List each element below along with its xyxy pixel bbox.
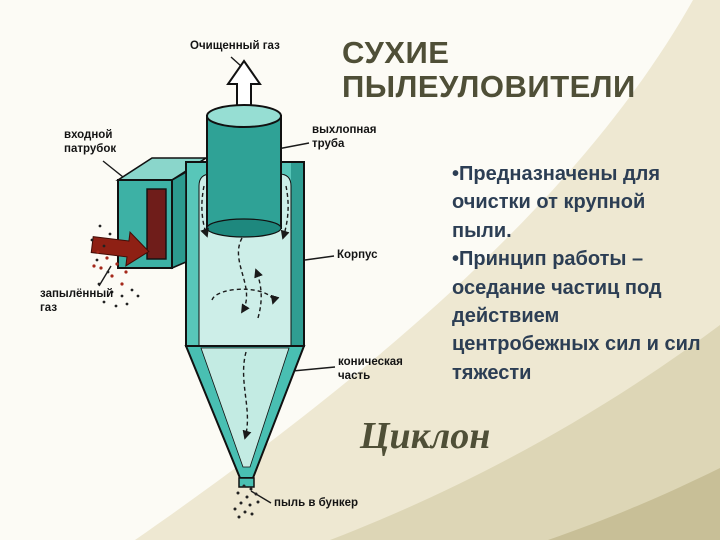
label-clean-gas: Очищенный газ <box>190 40 280 52</box>
label-inlet-pipe: входной патрубок <box>64 129 117 155</box>
label-dust-to-bunker: пыль в бункер <box>274 497 359 509</box>
flow-arrows <box>200 185 290 440</box>
label-body: Корпус <box>337 249 378 261</box>
slide-title: СУХИЕ ПЫЛЕУЛОВИТЕЛИ <box>342 35 692 105</box>
bullet-item: •Принцип работы – оседание частиц под де… <box>452 248 701 384</box>
slide-title-line2: ПЫЛЕУЛОВИТЕЛИ <box>342 69 636 105</box>
bunker-dust-particles <box>233 484 260 519</box>
inlet-dust-particles <box>90 224 140 308</box>
slide-title-line1: СУХИЕ <box>342 35 450 70</box>
caption-cyclone: Циклон <box>360 415 491 457</box>
cone-shape <box>184 345 306 488</box>
bullet-list: •Предназначены для очистки от крупной пы… <box>452 160 704 387</box>
exhaust-tube-shape <box>206 104 282 238</box>
label-exhaust-pipe: выхлопная труба <box>312 124 377 150</box>
label-dusty-gas: запылённый газ <box>40 288 114 314</box>
bullet-item: •Предназначены для очистки от крупной пы… <box>452 163 661 242</box>
inlet-red-dust-particles <box>92 250 128 286</box>
label-conical-part: коническая часть <box>338 356 403 382</box>
